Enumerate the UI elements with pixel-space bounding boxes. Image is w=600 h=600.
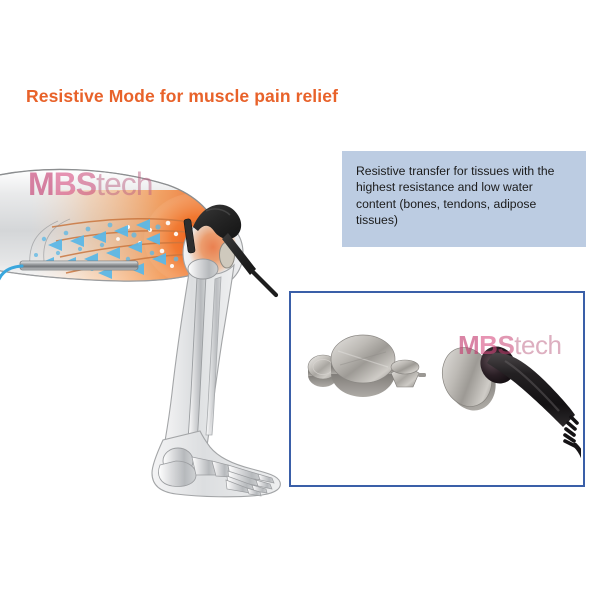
small-electrode-disc	[307, 354, 339, 387]
applicator-handpiece	[183, 204, 279, 298]
return-plate-and-cable	[0, 260, 139, 281]
foot	[151, 430, 281, 498]
inset-photo	[293, 295, 581, 483]
lower-leg	[163, 258, 235, 454]
callout-text: Resistive transfer for tissues with the …	[356, 164, 555, 228]
large-electrode-disc	[330, 334, 396, 397]
leg-anatomy-illustration	[0, 135, 300, 510]
tiny-electrode-tip	[390, 359, 426, 388]
electrode-accessories-panel	[289, 291, 585, 487]
handpiece-with-electrode	[442, 346, 581, 458]
callout-box: Resistive transfer for tissues with the …	[342, 151, 586, 247]
page-title: Resistive Mode for muscle pain relief	[26, 86, 338, 106]
